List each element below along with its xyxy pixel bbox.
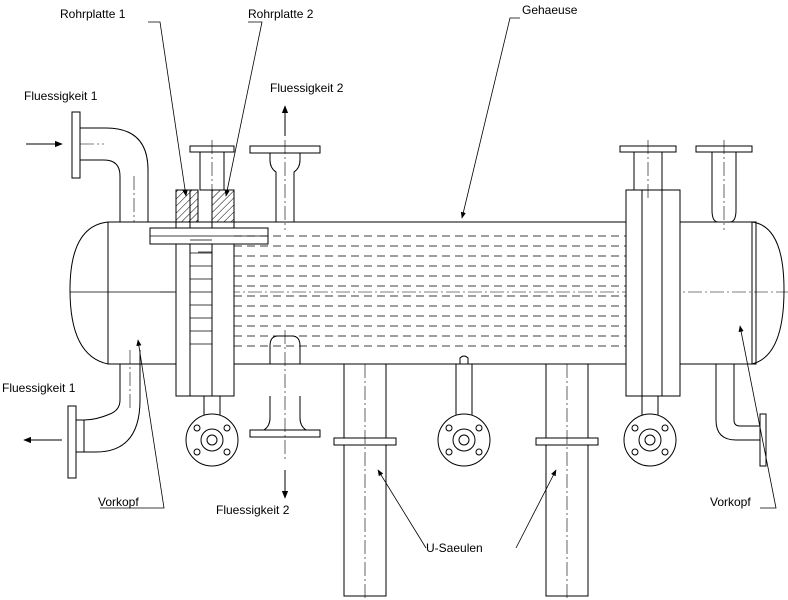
rohrplatte-1-section: [175, 189, 199, 223]
label-rohrplatte-1: Rohrplatte 1: [60, 7, 126, 21]
flow-arrows: [23, 105, 289, 499]
label-fluessigkeit-1-in: Fluessigkeit 1: [24, 89, 98, 103]
rohrplatte-2-section: [211, 189, 235, 223]
flange-left: [185, 396, 239, 467]
u-saeulen-columns: [333, 363, 599, 600]
right-head-dome: [751, 221, 785, 365]
fluessigkeit1-outlet-pipe: [67, 350, 141, 479]
leader-lines: [100, 17, 777, 549]
flange-middle: [437, 355, 491, 467]
bottom-flanges: [185, 355, 677, 467]
flange-right: [623, 396, 677, 467]
label-gehaeuse: Gehaeuse: [522, 3, 578, 17]
tube-bundle: [190, 235, 626, 347]
nozzles-top: [189, 140, 753, 230]
fluessigkeit1-inlet-pipe: [71, 111, 149, 222]
label-fluessigkeit-1-out: Fluessigkeit 1: [2, 381, 76, 395]
tube-plates-left: [149, 189, 269, 397]
label-u-saeulen: U-Saeulen: [426, 541, 483, 555]
label-rohrplatte-2: Rohrplatte 2: [248, 7, 314, 21]
fluessigkeit2-inlet-pipe: [249, 330, 321, 460]
left-head-dome: [69, 221, 109, 365]
label-fluessigkeit-2-in: Fluessigkeit 2: [216, 503, 290, 517]
label-fluessigkeit-2-out: Fluessigkeit 2: [270, 81, 344, 95]
label-vorkopf-left: Vorkopf: [98, 495, 139, 509]
labels: Rohrplatte 1 Rohrplatte 2 Gehaeuse Flues…: [2, 3, 751, 555]
right-outlet-pipe: [715, 364, 767, 467]
tube-plate-right: [625, 189, 681, 397]
label-vorkopf-right: Vorkopf: [710, 495, 751, 509]
